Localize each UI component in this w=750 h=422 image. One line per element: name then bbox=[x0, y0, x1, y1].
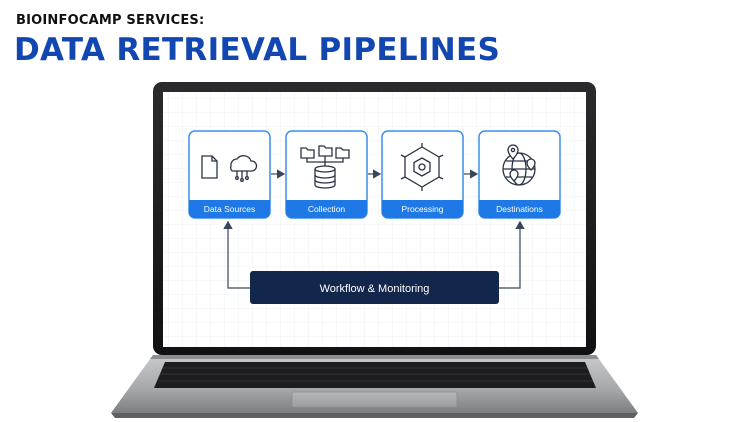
workflow-label: Workflow & Monitoring bbox=[320, 283, 430, 295]
stage-card-collection: Collection bbox=[285, 130, 368, 219]
kicker-text: BIOINFOCAMP SERVICES: bbox=[16, 13, 205, 28]
hexagon-chip-icon bbox=[400, 143, 444, 191]
stage-label: Destinations bbox=[496, 204, 543, 214]
feedback-arrow-left bbox=[223, 220, 250, 289]
stage-card-processing: Processing bbox=[381, 130, 464, 219]
globe-with-pins-icon bbox=[502, 144, 536, 186]
page-title: DATA RETRIEVAL PIPELINES bbox=[14, 32, 501, 68]
feedback-arrow-right bbox=[499, 220, 525, 289]
folders-and-database-icon bbox=[300, 145, 350, 189]
stage-label: Collection bbox=[308, 204, 346, 214]
stage-card-data-sources: Data Sources bbox=[188, 130, 271, 219]
laptop-trackpad bbox=[291, 391, 458, 408]
laptop-keyboard bbox=[154, 362, 596, 388]
stage-card-destinations: Destinations bbox=[478, 130, 561, 219]
workflow-monitoring-bar: Workflow & Monitoring bbox=[250, 271, 499, 304]
stage-label: Processing bbox=[401, 204, 443, 214]
document-and-cloud-icon bbox=[201, 155, 258, 182]
stage-label: Data Sources bbox=[204, 204, 256, 214]
